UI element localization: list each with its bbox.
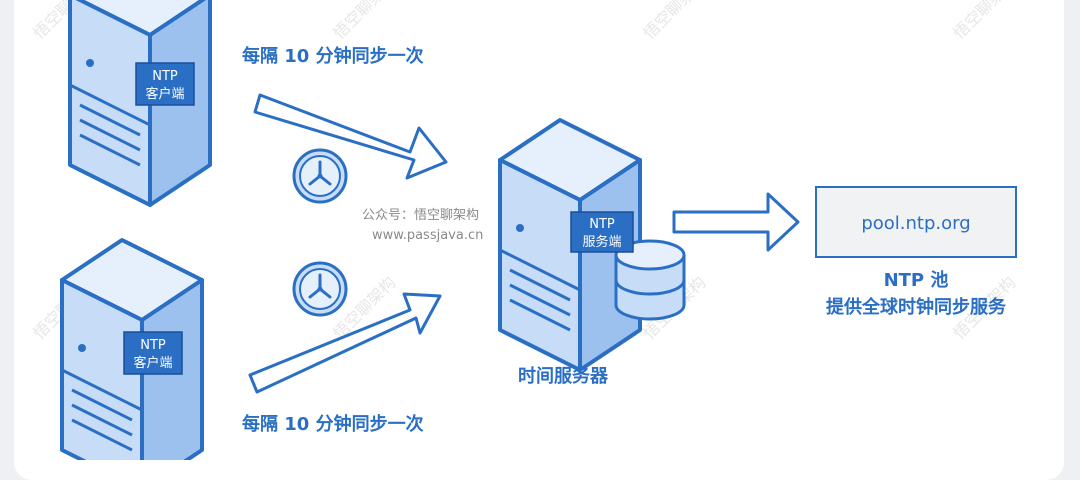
watermark-tile: 悟空聊架构	[329, 0, 399, 43]
pool-address: pool.ntp.org	[861, 213, 970, 234]
client-top-line2: 客户端	[145, 86, 184, 102]
server-line1: NTP	[589, 217, 615, 232]
ntp-diagram: 悟空聊架构 悟空聊架构 悟空聊架构 悟空聊架构 悟空聊架构 悟空聊架构 悟空聊架…	[29, 0, 1019, 460]
hollow-arrow-icon	[672, 192, 800, 252]
watermark-account: 公众号：悟空聊架构	[362, 208, 479, 223]
watermark-site: www.passjava.cn	[372, 228, 483, 243]
pool-description: 提供全球时钟同步服务	[826, 296, 1007, 318]
client-bottom-line1: NTP	[140, 338, 166, 353]
pool-box	[815, 186, 1017, 258]
sync-label-bottom: 每隔 10 分钟同步一次	[242, 413, 424, 435]
clock-icon	[292, 148, 348, 204]
client-top-line1: NTP	[152, 69, 178, 84]
client-bottom-line2: 客户端	[133, 355, 172, 371]
hollow-arrow-icon	[253, 93, 448, 180]
hollow-arrow-icon	[248, 292, 442, 394]
watermark-tile: 悟空聊架构	[639, 0, 709, 43]
time-server-label: 时间服务器	[518, 365, 609, 387]
sync-label-top: 每隔 10 分钟同步一次	[242, 45, 424, 67]
pool-title: NTP 池	[884, 269, 949, 291]
watermark-tile: 悟空聊架构	[949, 0, 1019, 43]
ntp-client-bottom-label	[123, 331, 183, 375]
ntp-server-label	[570, 211, 634, 253]
clock-icon	[292, 261, 348, 317]
ntp-client-top-label	[135, 62, 195, 106]
server-line2: 服务端	[582, 234, 621, 250]
